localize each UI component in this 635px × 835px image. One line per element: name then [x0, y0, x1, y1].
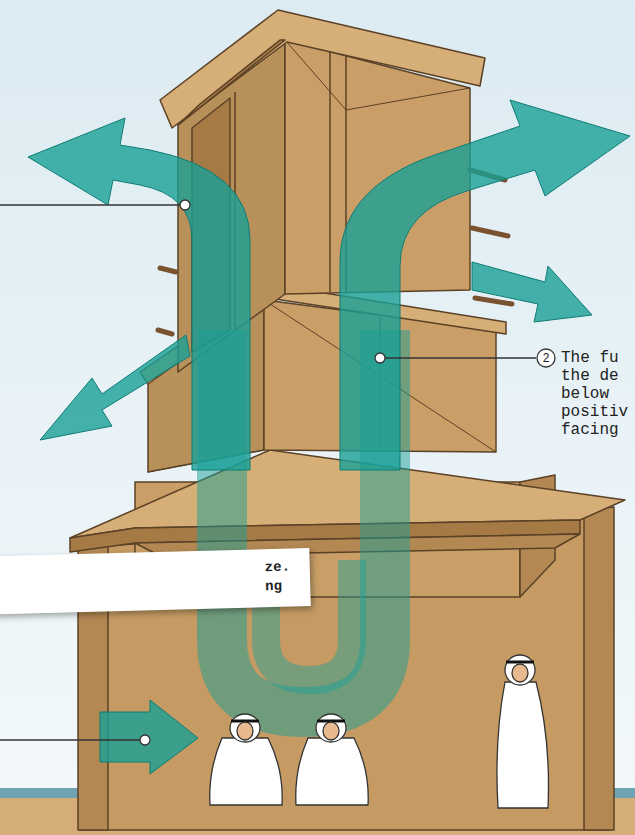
leader-line — [0, 739, 140, 740]
leader-line — [0, 204, 180, 205]
seated-man-headdress — [316, 714, 346, 742]
leader-line — [385, 357, 536, 358]
seated-man-robe — [296, 738, 368, 805]
right-pillar — [584, 507, 614, 830]
wind-arrow — [40, 335, 190, 440]
upper-divider — [329, 52, 331, 292]
face — [237, 722, 253, 740]
face — [323, 722, 339, 740]
leader-dot — [375, 353, 385, 363]
standing-man-headdress — [505, 655, 535, 685]
wooden-beam — [475, 298, 512, 304]
note-card: ze. ng — [0, 548, 311, 615]
cool-air-arrow — [100, 700, 198, 774]
leader-dot — [180, 200, 190, 210]
standing-man-robe — [497, 682, 549, 808]
seated-man-headdress — [230, 714, 260, 742]
leader-dot — [140, 735, 150, 745]
wooden-beam — [160, 268, 176, 272]
note-text: ze. ng — [264, 557, 301, 596]
face — [512, 664, 528, 682]
wooden-beam — [158, 330, 172, 334]
headband — [506, 661, 534, 664]
tower-cap — [160, 10, 485, 128]
wind-arrow — [472, 262, 592, 322]
air-outflow-arrow — [28, 118, 250, 470]
vane-edge — [346, 88, 470, 110]
wooden-beam — [472, 228, 508, 236]
cap-shadow — [178, 40, 285, 125]
callout-circle: 2 — [536, 348, 556, 368]
seated-man-robe — [210, 738, 282, 805]
description-text: The fu the de below positiv facing — [561, 349, 633, 439]
callout-outline — [537, 349, 555, 367]
callout-number: 2 — [536, 348, 556, 368]
